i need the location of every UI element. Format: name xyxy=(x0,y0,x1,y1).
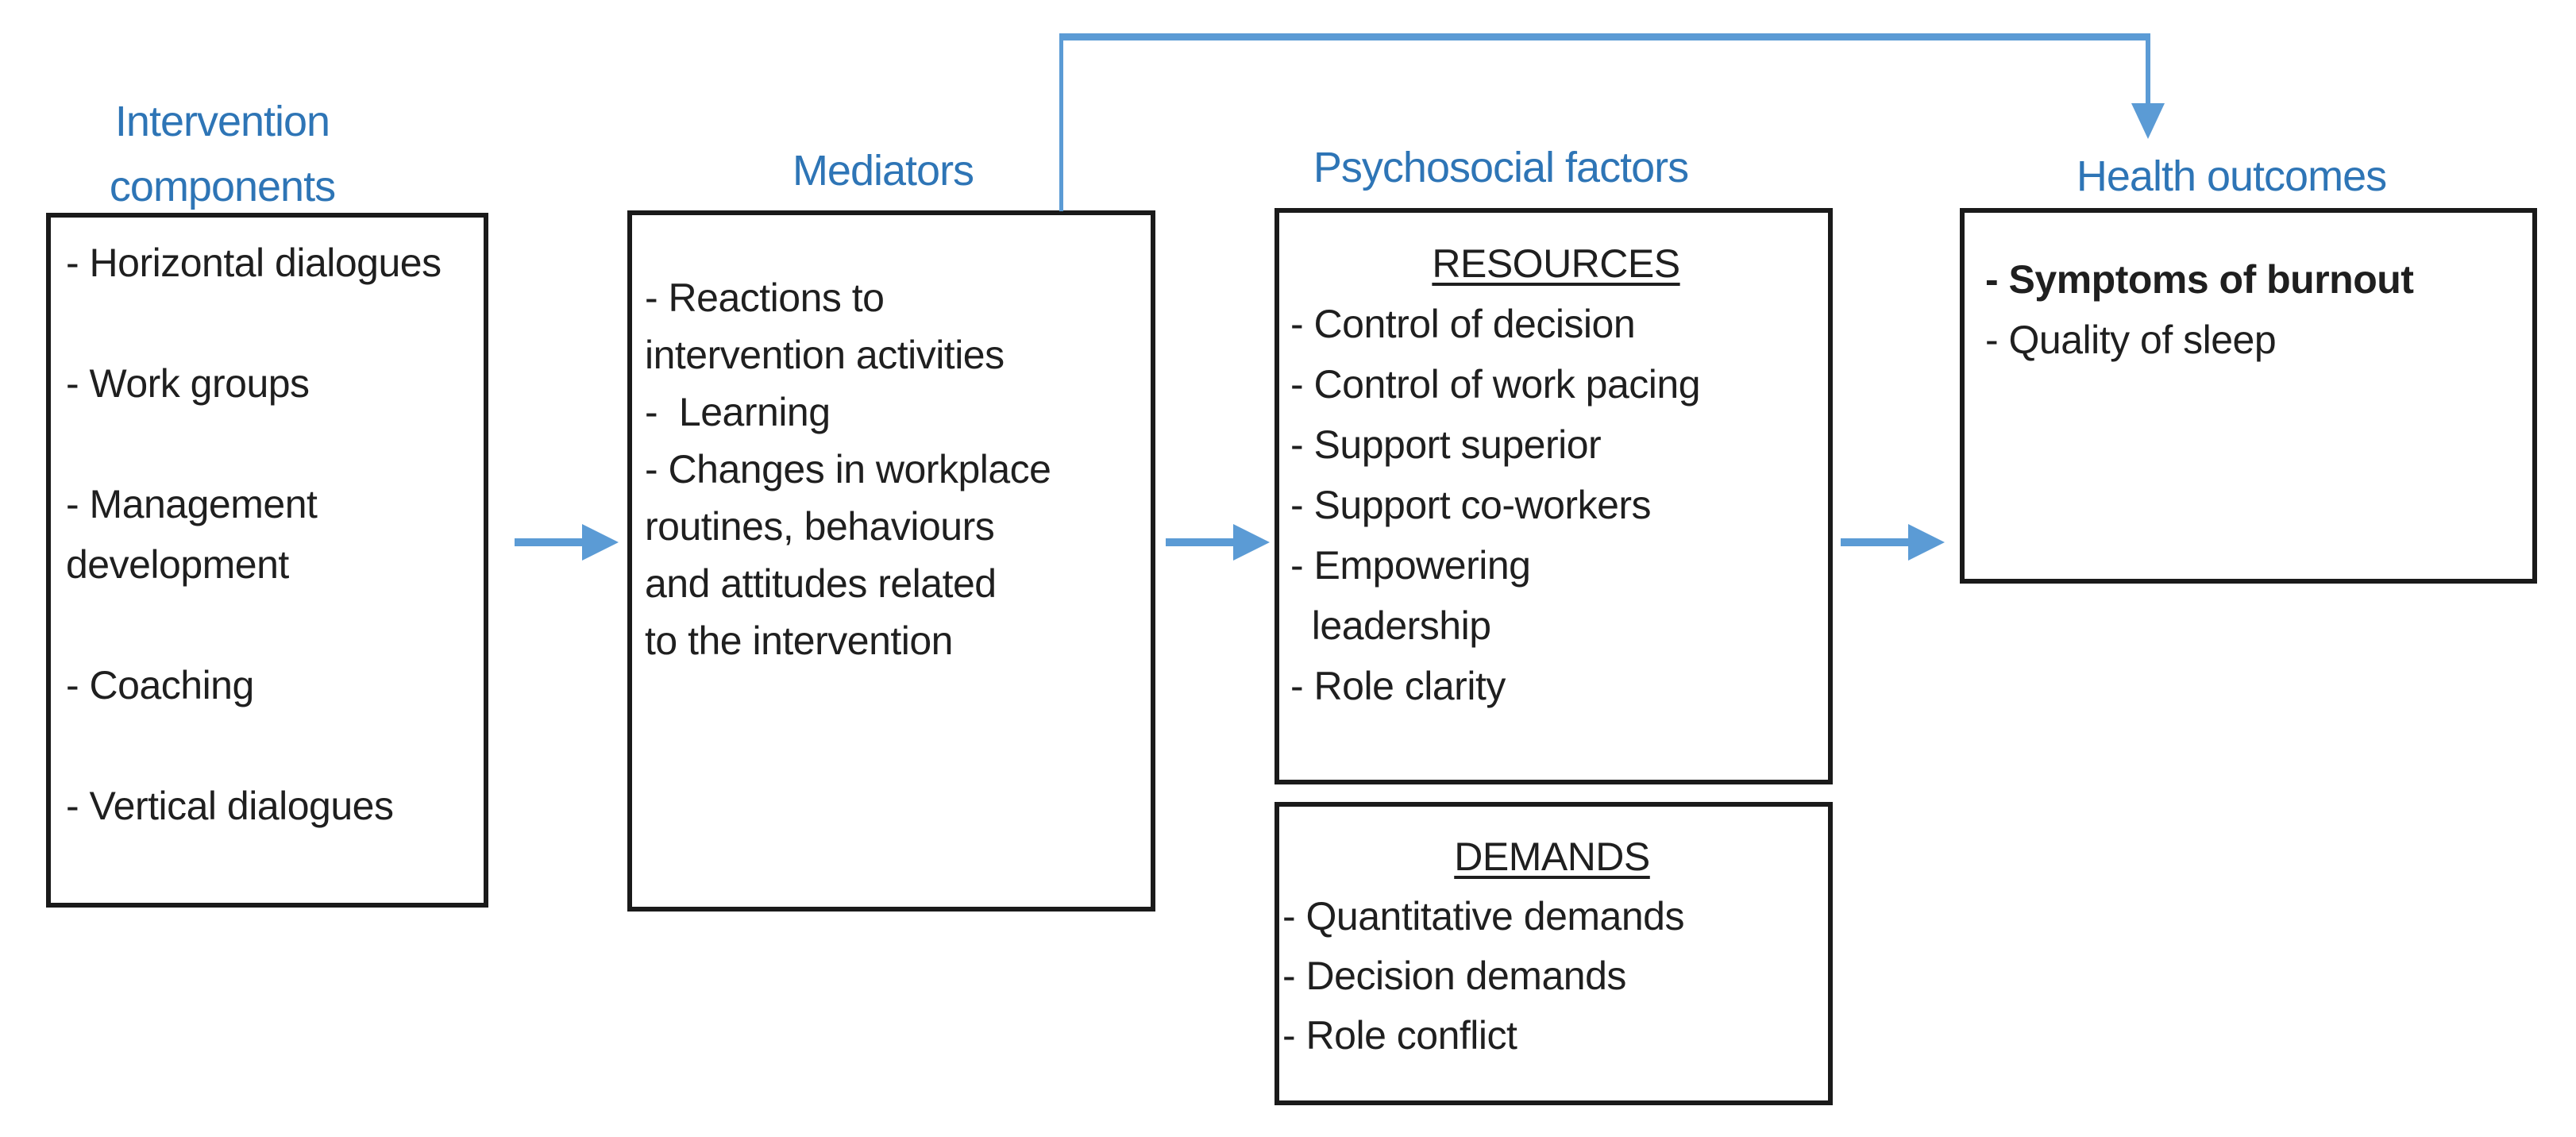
health-outcomes-box: - Symptoms of burnout - Quality of sleep xyxy=(1960,208,2537,584)
column-title-psychosocial-factors: Psychosocial factors xyxy=(1313,144,1689,191)
arrowhead-right-icon xyxy=(1233,524,1270,561)
connector-vertical-left xyxy=(1059,33,1063,211)
list-item: - Decision demands xyxy=(1282,954,1626,998)
list-item: - Vertical dialogues xyxy=(66,784,394,828)
list-item: - Horizontal dialogues xyxy=(66,241,442,285)
list-item: - Coaching xyxy=(66,663,254,707)
connector-horizontal xyxy=(1059,33,2150,40)
arrow-shaft xyxy=(1841,538,1910,546)
arrow-shaft xyxy=(515,538,584,546)
resources-box: RESOURCES - Control of decision - Contro… xyxy=(1275,208,1833,784)
list-item: - Control of decision xyxy=(1290,302,1636,346)
arrowhead-right-icon xyxy=(1908,524,1945,561)
list-item: - Role clarity xyxy=(1290,664,1506,708)
list-item: - Reactions to intervention activities xyxy=(645,276,1005,377)
list-item: - Role conflict xyxy=(1282,1013,1517,1058)
intervention-components-box: - Horizontal dialogues - Work groups - M… xyxy=(46,213,488,908)
list-item: - Work groups xyxy=(66,361,310,406)
list-item: - Support superior xyxy=(1290,422,1602,467)
demands-box: DEMANDS - Quantitative demands - Decisio… xyxy=(1275,802,1833,1105)
list-item: - Empowering leadership xyxy=(1290,543,1531,648)
column-title-mediators: Mediators xyxy=(792,147,974,195)
demands-header: DEMANDS xyxy=(1454,834,1650,879)
list-item: - Control of work pacing xyxy=(1290,362,1701,407)
mediators-box: - Reactions to intervention activities -… xyxy=(627,210,1155,912)
resources-header: RESOURCES xyxy=(1432,241,1680,286)
arrow-shaft xyxy=(1166,538,1235,546)
column-title-intervention-components: Intervention components xyxy=(109,98,336,210)
list-item: - Quantitative demands xyxy=(1282,894,1684,939)
list-item: - Support co-workers xyxy=(1290,483,1652,527)
list-item: - Quality of sleep xyxy=(1985,318,2277,362)
column-title-health-outcomes: Health outcomes xyxy=(2076,152,2387,200)
list-item: - Learning xyxy=(645,390,831,434)
connector-vertical-right xyxy=(2146,33,2150,106)
arrowhead-down-icon xyxy=(2131,103,2165,139)
list-item: - Changes in workplace routines, behavio… xyxy=(645,447,1051,663)
list-item: - Symptoms of burnout xyxy=(1985,257,2414,302)
list-item: - Management development xyxy=(66,482,318,587)
arrowhead-right-icon xyxy=(582,524,619,561)
